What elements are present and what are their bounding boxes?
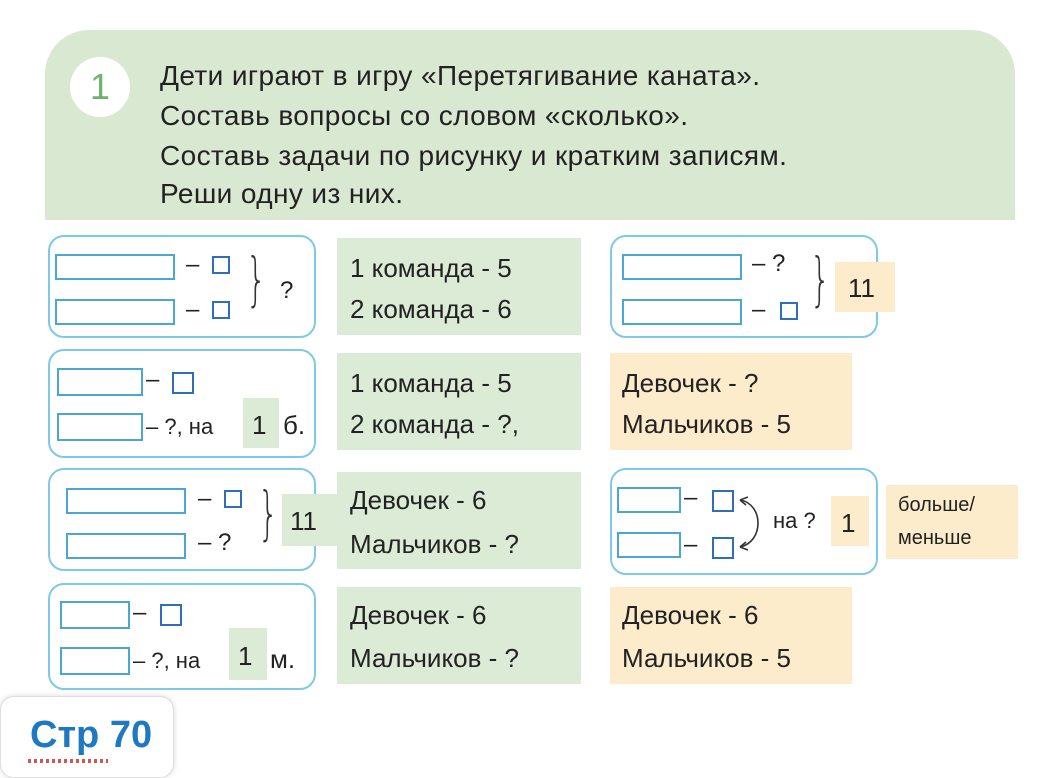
task-number-badge: 1 xyxy=(70,57,130,117)
dash: – xyxy=(146,366,160,393)
note-2-line-2: 2 команда - ?, xyxy=(350,409,519,439)
page-label-box xyxy=(0,696,174,778)
comparison-arrow-icon xyxy=(739,496,759,551)
note-2-line-1: 1 команда - 5 xyxy=(350,368,512,398)
note-2 xyxy=(337,353,581,450)
note-4-line-2: Мальчиков - ? xyxy=(350,643,519,673)
answer-square[interactable] xyxy=(172,372,194,394)
blank-box[interactable] xyxy=(60,601,130,629)
total-box xyxy=(835,262,895,312)
total-box xyxy=(282,494,338,546)
unit-label: б. xyxy=(283,410,306,440)
note-3-line-1: Девочек - 6 xyxy=(350,485,487,515)
spellcheck-underline xyxy=(28,759,108,763)
blank-box[interactable] xyxy=(622,254,742,280)
answer-square[interactable] xyxy=(712,490,734,512)
note-5-line-1: Девочек - ? xyxy=(622,368,759,398)
note-5-line-2: Мальчиков - 5 xyxy=(622,409,791,439)
blank-box[interactable] xyxy=(57,368,143,396)
note-1 xyxy=(337,238,581,335)
total-value: 11 xyxy=(848,273,875,303)
more-less-line-2: меньше xyxy=(898,527,972,549)
comparison-label: на ? xyxy=(773,508,816,533)
value-box xyxy=(243,398,279,448)
task-line-1: Дети играют в игру «Перетягивание каната… xyxy=(160,60,761,91)
answer-square[interactable] xyxy=(212,301,230,319)
value-box xyxy=(831,496,869,546)
note-6 xyxy=(610,587,852,684)
task-line-3: Составь задачи по рисунку и кратким запи… xyxy=(160,140,788,171)
dash: – xyxy=(752,296,766,323)
blank-box[interactable] xyxy=(55,299,175,325)
note-6-line-2: Мальчиков - 5 xyxy=(622,643,791,673)
brace: } xyxy=(258,479,279,547)
dash: – xyxy=(133,599,147,626)
dash: – xyxy=(186,251,200,278)
total-value: 11 xyxy=(290,506,317,536)
difference-value: 1 xyxy=(238,641,253,671)
unit-label: м. xyxy=(270,644,296,674)
more-less-note xyxy=(886,485,1018,559)
difference-value: 1 xyxy=(841,508,856,538)
answer-square[interactable] xyxy=(780,302,798,320)
note-4 xyxy=(337,587,581,684)
page-label: Стр 70 xyxy=(30,714,153,756)
comparison-text: – ?, на xyxy=(133,648,201,673)
blank-box[interactable] xyxy=(57,413,143,441)
note-1-line-2: 2 команда - 6 xyxy=(350,294,512,324)
blank-box[interactable] xyxy=(617,532,681,558)
answer-square[interactable] xyxy=(160,604,182,626)
note-3 xyxy=(337,472,581,569)
comparison-text: – ?, на xyxy=(146,414,214,439)
note-1-line-1: 1 команда - 5 xyxy=(350,253,512,283)
blank-box[interactable] xyxy=(55,254,175,280)
task-panel xyxy=(45,30,1015,220)
dash: – xyxy=(198,485,212,512)
blank-box[interactable] xyxy=(66,533,186,559)
question-mark: ? xyxy=(280,277,294,304)
more-less-line-1: больше/ xyxy=(898,494,975,516)
difference-value: 1 xyxy=(252,410,267,440)
dash: – xyxy=(684,484,698,511)
note-3-line-2: Мальчиков - ? xyxy=(350,529,519,559)
answer-square[interactable] xyxy=(212,256,230,274)
dash-question: – ? xyxy=(198,529,232,556)
task-line-4: Реши одну из них. xyxy=(160,178,404,209)
note-5 xyxy=(610,353,852,450)
dash: – xyxy=(684,531,698,558)
dash: – xyxy=(186,296,200,323)
brace: } xyxy=(810,245,831,313)
note-6-line-1: Девочек - 6 xyxy=(622,600,759,630)
note-4-line-1: Девочек - 6 xyxy=(350,600,487,630)
value-box xyxy=(229,628,267,680)
answer-square[interactable] xyxy=(224,490,242,508)
blank-box[interactable] xyxy=(617,487,681,513)
blank-box[interactable] xyxy=(60,647,130,675)
brace: } xyxy=(246,245,267,313)
blank-box[interactable] xyxy=(66,488,186,514)
answer-square[interactable] xyxy=(712,537,734,559)
blank-box[interactable] xyxy=(622,299,742,325)
task-line-2: Составь вопросы со словом «сколько». xyxy=(160,100,689,131)
dash-question: – ? xyxy=(752,250,786,277)
